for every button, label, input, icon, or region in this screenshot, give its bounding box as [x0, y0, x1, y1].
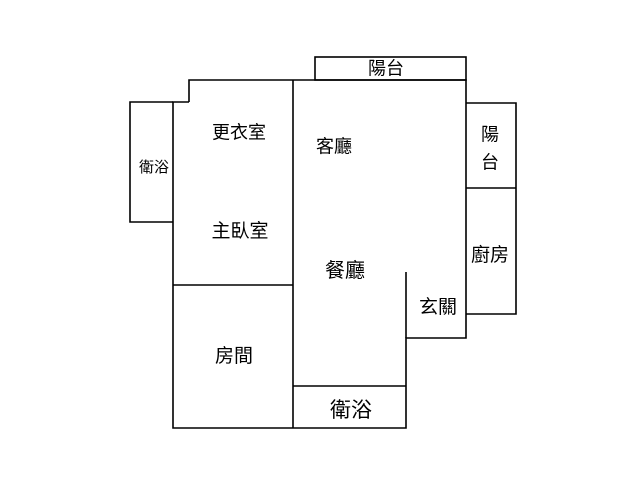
label-dining-room: 餐廳: [325, 258, 365, 282]
label-entrance: 玄關: [419, 296, 457, 318]
label-bathroom-left: 衛浴: [139, 158, 169, 176]
room-labels: 陽台 更衣室 衛浴 客廳 主臥室 餐廳 玄關 陽 台 廚房 房間 衛浴: [139, 59, 509, 423]
label-balcony-right-1: 陽: [481, 125, 499, 146]
left-bathroom-outline: [129, 101, 173, 223]
right-annex-outline: [466, 102, 517, 315]
label-kitchen: 廚房: [471, 243, 509, 266]
label-living-room: 客廳: [316, 137, 352, 158]
label-walk-in-closet: 更衣室: [212, 123, 266, 144]
label-master-bedroom: 主臥室: [211, 220, 268, 242]
label-bedroom: 房間: [215, 345, 253, 367]
label-balcony-right-2: 台: [481, 153, 499, 174]
label-bathroom-bottom: 衛浴: [330, 398, 372, 422]
label-balcony-top: 陽台: [368, 59, 404, 80]
walls: [129, 56, 517, 429]
